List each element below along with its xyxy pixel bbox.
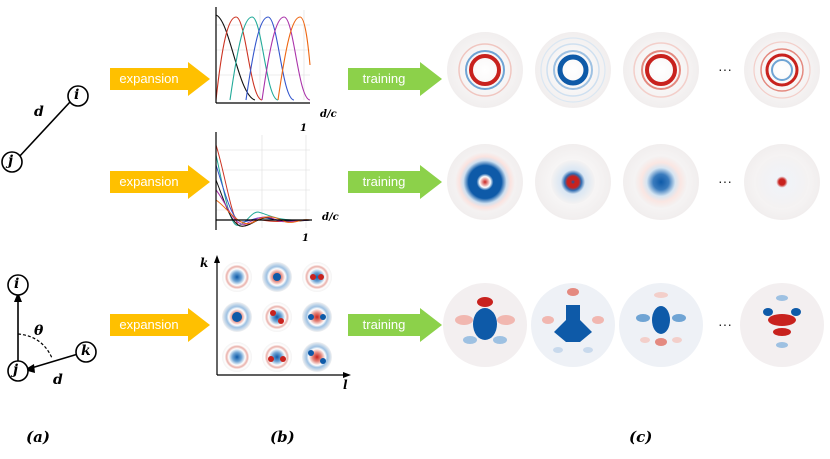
node-j2-label: j <box>13 362 19 378</box>
expansion-arrow-1: expansion <box>110 62 210 96</box>
node-k-label: k <box>81 343 91 359</box>
filter-row-1 <box>447 32 820 108</box>
training-label: training <box>362 317 406 332</box>
node-k <box>75 341 97 363</box>
radial-xlabel-2: d/c <box>322 212 339 223</box>
edge-d2-label: d <box>53 372 63 388</box>
panel-label-c: (c) <box>629 428 653 446</box>
node-j2 <box>7 360 29 382</box>
triplet-graph <box>7 274 97 382</box>
edge-d-label: d <box>34 104 44 120</box>
edge-kj <box>27 353 79 370</box>
grid-ylabel-k: k <box>200 256 209 270</box>
panel-label-b: (b) <box>270 428 295 446</box>
ellipsis-row-1: ··· <box>718 61 732 77</box>
basis-row-1 <box>222 262 332 292</box>
basis-row-3 <box>222 342 332 372</box>
radial-tick-2: 1 <box>302 233 309 244</box>
expansion-arrow-2: expansion <box>110 165 210 199</box>
radial-xlabel-1: d/c <box>320 109 337 120</box>
training-arrow-2: training <box>348 165 442 199</box>
expansion-arrow-3: expansion <box>110 308 210 342</box>
expansion-label: expansion <box>119 174 179 189</box>
radial-basis-plot-1 <box>215 7 311 104</box>
angular-basis-grid <box>214 255 351 378</box>
radial-tick-1: 1 <box>300 123 307 134</box>
ellipsis-row-2: ··· <box>718 173 732 189</box>
node-i <box>67 85 89 107</box>
training-arrow-1: training <box>348 62 442 96</box>
training-arrow-3: training <box>348 308 442 342</box>
ellipsis-row-3: ··· <box>718 316 732 332</box>
node-j-label: j <box>8 153 14 169</box>
learned-filters <box>443 32 824 367</box>
training-label: training <box>362 71 406 86</box>
radial-basis-plot-2 <box>215 132 312 230</box>
grid-xlabel-l: l <box>343 378 348 392</box>
training-label: training <box>362 174 406 189</box>
panel-label-a: (a) <box>26 428 50 446</box>
theta-label: θ <box>34 323 44 339</box>
filter-row-3 <box>443 283 824 367</box>
expansion-label: expansion <box>119 71 179 86</box>
node-i2 <box>7 274 29 296</box>
expansion-label: expansion <box>119 317 179 332</box>
node-i2-label: i <box>14 276 20 292</box>
filter-row-2 <box>447 144 820 220</box>
edge-ij <box>17 101 71 159</box>
node-i-label: i <box>74 87 80 103</box>
node-j <box>1 151 23 173</box>
basis-row-2 <box>222 302 332 332</box>
angle-arc <box>17 333 53 359</box>
pair-graph <box>1 85 89 173</box>
